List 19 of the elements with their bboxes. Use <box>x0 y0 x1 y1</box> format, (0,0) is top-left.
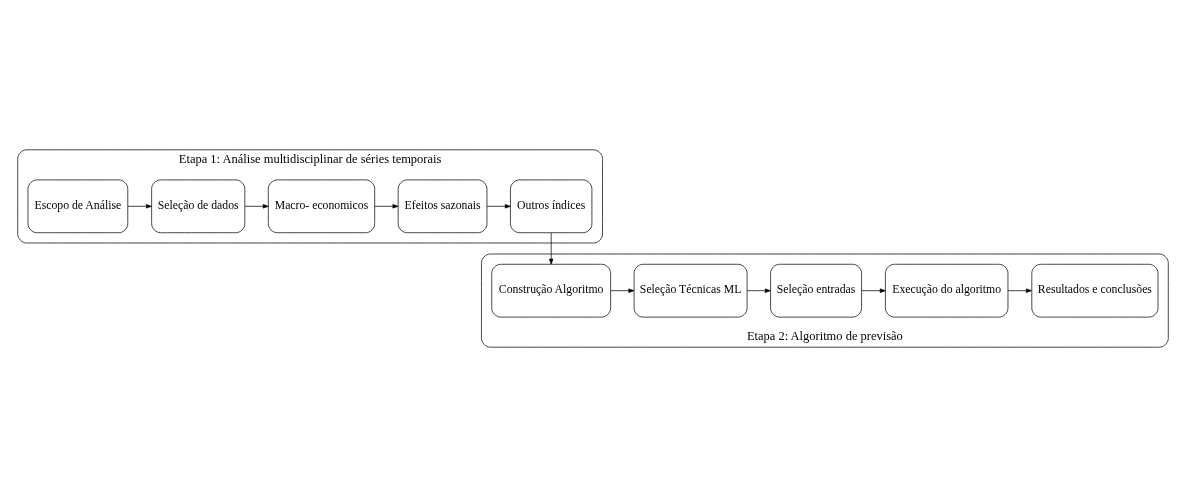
arrow <box>486 204 511 209</box>
arrow <box>244 204 269 209</box>
node-box: Macro- economicos <box>267 179 376 234</box>
arrow <box>549 232 554 265</box>
arrow <box>610 288 635 293</box>
node-box: Escopo de Análise <box>27 179 129 234</box>
node-box: Seleção de dados <box>151 179 246 234</box>
node-box: Efeitos sazonais <box>397 179 488 234</box>
arrow <box>1007 288 1032 293</box>
node-box: Construção Algoritmo <box>491 263 611 318</box>
arrow <box>127 204 152 209</box>
node-box: Resultados e conclusões <box>1031 263 1159 318</box>
node-box: Outros índices <box>510 179 593 234</box>
arrow <box>746 288 771 293</box>
node-box: Execução do algoritmo <box>885 263 1009 318</box>
node-box: Seleção entradas <box>770 263 862 318</box>
arrow <box>374 204 399 209</box>
arrow <box>861 288 886 293</box>
node-box: Seleção Técnicas ML <box>633 263 748 318</box>
